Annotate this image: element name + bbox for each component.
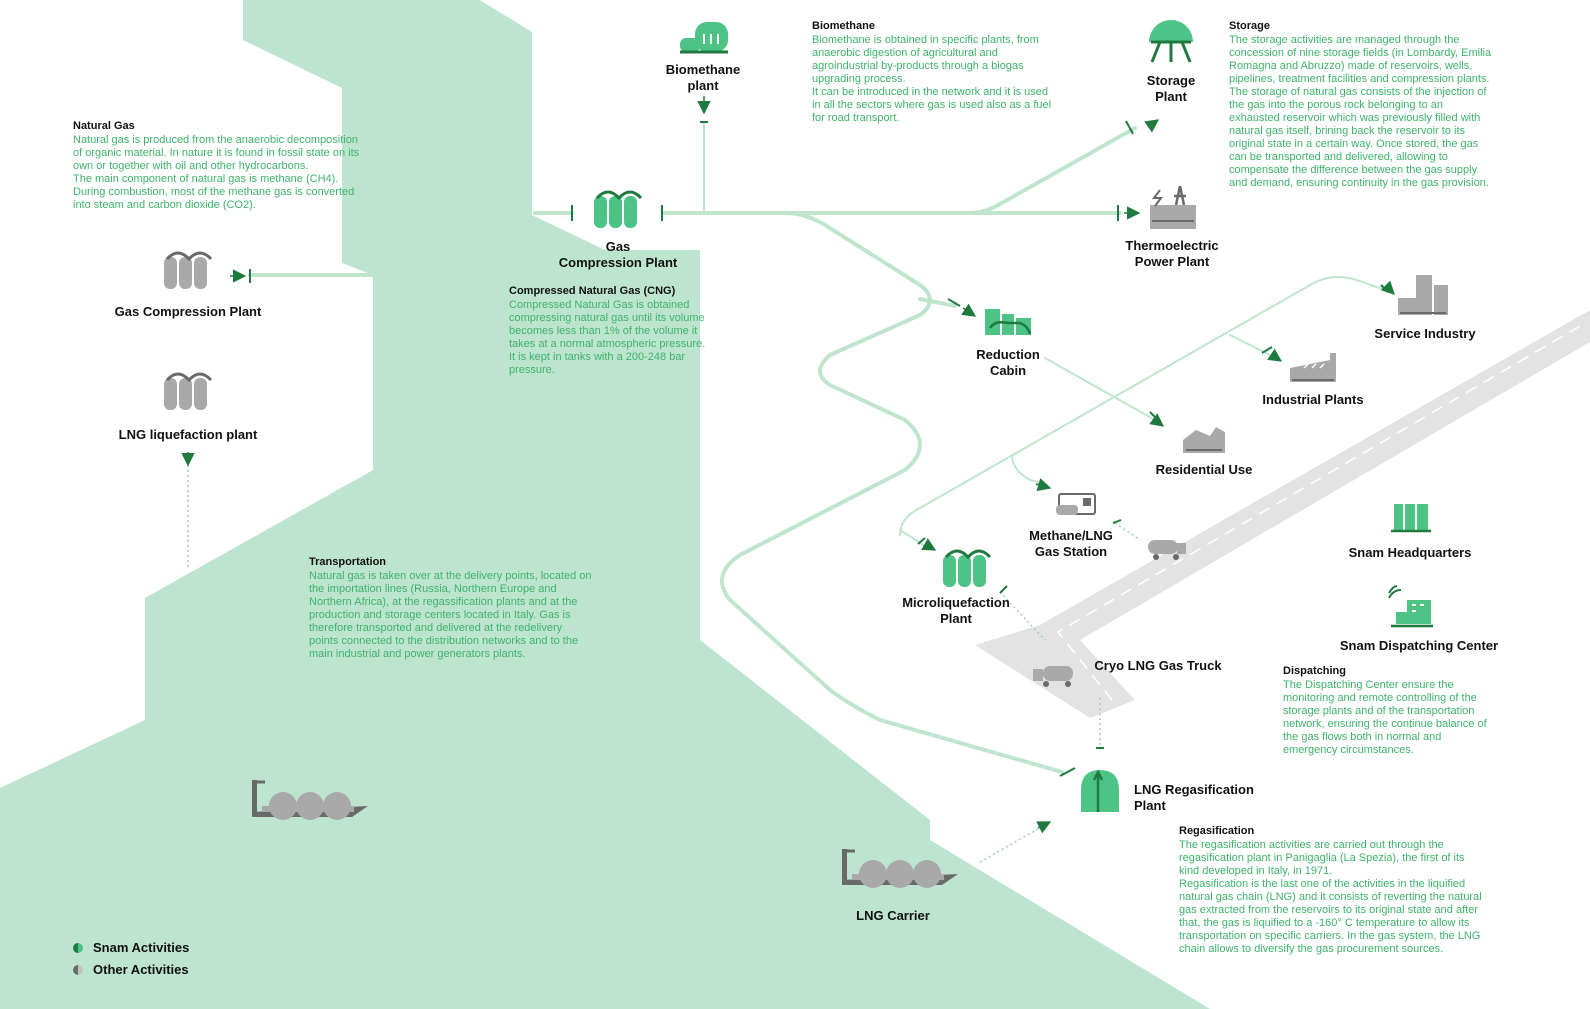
label-biomethane-plant: Biomethane plant [665,62,741,93]
lng-carrier-ship-icon [842,849,958,888]
label-storage-plant: Storage Plant [1146,73,1196,104]
regasification-tank-icon [1081,769,1119,812]
label-service-industry: Service Industry [1374,326,1476,341]
cng-block: Compressed Natural Gas (CNG) Compressed … [509,285,739,377]
cryo-truck-icon [1033,666,1073,687]
regasification-body: The regasification activities are carrie… [1179,839,1482,955]
label-residential-use: Residential Use [1155,462,1253,477]
storage-title: Storage [1229,20,1270,32]
factory-icon [1290,353,1336,382]
cng-title: Compressed Natural Gas (CNG) [509,285,676,297]
gas-compression-left-icon [164,251,213,289]
tanker-truck-icon [1148,540,1186,560]
label-cryo-truck: Cryo LNG Gas Truck [1094,658,1222,673]
label-lng-liquefaction: LNG liquefaction plant [118,427,258,442]
label-snam-dispatching: Snam Dispatching Center [1339,638,1499,653]
label-industrial-plants: Industrial Plants [1262,392,1364,407]
storage-block: Storage The storage activities are manag… [1229,20,1529,190]
label-microliquefaction: Microliquefaction Plant [902,595,1010,626]
dispatching-block: Dispatching The Dispatching Center ensur… [1283,665,1533,757]
dotted-connectors [187,465,1141,863]
road-centerline [1056,325,1581,701]
biomethane-title: Biomethane [812,20,875,32]
headquarters-icon [1391,504,1431,533]
regasification-block: Regasification The regasification activi… [1179,825,1524,956]
lng-liquefaction-icon [164,372,213,410]
legend-other: Other Activities [73,962,189,977]
storage-dome-icon [1149,20,1193,64]
cng-body: Compressed Natural Gas is obtained compr… [509,299,706,376]
label-reduction-cabin: Reduction Cabin [976,347,1040,378]
transportation-block: Transportation Natural gas is taken over… [309,556,639,661]
transportation-body: Natural gas is taken over at the deliver… [309,570,592,660]
label-gas-compression-center: Gas Compression Plant [558,239,678,270]
dispatching-body: The Dispatching Center ensure the monito… [1283,679,1487,756]
legend-snam-label: Snam Activities [93,940,190,955]
natural-gas-body: Natural gas is produced from the anaerob… [73,134,360,211]
label-lng-carrier: LNG Carrier [856,908,930,923]
flow-arrows [181,96,1395,834]
reduction-cabin-icon [985,309,1032,335]
legend-other-label: Other Activities [93,962,189,977]
transportation-title: Transportation [309,556,387,568]
gas-compression-center-icon [594,190,643,228]
power-plant-icon [1150,185,1196,229]
label-thermoelectric: Thermoelectric Power Plant [1125,238,1219,269]
microliquefaction-icon [943,549,992,587]
service-industry-icon [1398,275,1448,315]
lng-carrier-ship-icon-left [252,780,368,820]
legend-snam-dot [73,942,83,953]
land-mass [0,0,1210,1009]
label-snam-headquarters: Snam Headquarters [1348,545,1472,560]
pipelines [248,126,1137,774]
storage-body: The storage activities are managed throu… [1229,34,1492,189]
road [975,310,1590,718]
legend-other-dot [73,964,83,975]
label-gas-compression-left: Gas Compression Plant [114,304,262,319]
legend-snam: Snam Activities [73,940,189,955]
natural-gas-title: Natural Gas [73,120,135,132]
house-icon [1183,427,1225,453]
dispatching-center-icon [1388,585,1433,628]
gas-station-icon [1056,493,1096,515]
label-methane-station: Methane/LNG Gas Station [1029,528,1113,559]
dispatching-title: Dispatching [1283,665,1346,677]
regasification-title: Regasification [1179,825,1255,837]
label-lng-regasification: LNG Regasification Plant [1134,782,1254,813]
biomethane-plant-icon [680,22,728,54]
natural-gas-block: Natural Gas Natural gas is produced from… [73,120,403,212]
biomethane-block: Biomethane Biomethane is obtained in spe… [812,20,1082,125]
biomethane-body: Biomethane is obtained in specific plant… [812,34,1052,124]
